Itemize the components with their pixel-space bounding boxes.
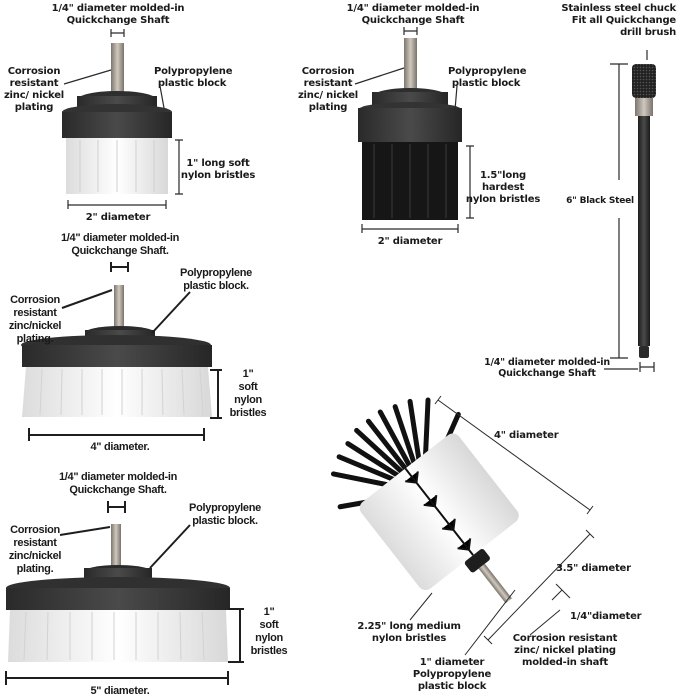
- brush-4in-white-illustration: [21, 262, 222, 441]
- shaft-label-2in-white: 1/4" diameter molded-in Quickchange Shaf…: [51, 3, 185, 26]
- cone-brush-illustration: [330, 395, 595, 656]
- diameter-label-4in: 4" diameter.: [90, 441, 150, 453]
- bristle-label-2in-white: 1" long soft nylon bristles: [180, 158, 256, 181]
- shaft-label-4in: 1/4" diameter molded-in Quickchange Shaf…: [60, 232, 180, 257]
- length-label: 6" Black Steel: [566, 196, 634, 206]
- plating-label-5in: Corrosion resistant zinc/nickel plating.: [8, 524, 62, 575]
- cone-shaft-diameter-label: 1/4"diameter: [570, 611, 642, 622]
- block-label-5in: Polypropylene plastic block.: [189, 502, 261, 527]
- extension-bar-illustration: [604, 50, 656, 372]
- plating-label-2in-black: Corrosion resistant zinc/ nickel plating: [297, 66, 359, 113]
- diameter-label-2in-black: 2" diameter: [377, 236, 443, 247]
- block-label-4in: Polypropylene plastic block.: [180, 267, 252, 292]
- bristle-label-5in: 1" soft nylon bristles: [250, 606, 288, 657]
- block-label-2in-white: Polypropylene plastic block: [154, 66, 233, 89]
- shaft-label-5in: 1/4" diameter molded-in Quickchange Shaf…: [58, 471, 178, 496]
- cone-top-diameter-label: 4" diameter: [494, 430, 559, 441]
- cone-block-label: 1" diameter Polypropylene plastic block: [412, 657, 492, 692]
- cone-bottom-diameter-label: 3.5" diameter: [556, 563, 631, 574]
- bristle-label-2in-black: 1.5"long hardest nylon bristles: [465, 170, 541, 205]
- plating-label-4in: Corrosion resistant zinc/nickel plating.: [8, 294, 62, 345]
- brush-2in-white-illustration: [62, 29, 183, 209]
- shaft-label-2in-black: 1/4" diameter molded-in Quickchange Shaf…: [346, 3, 480, 26]
- cone-bristle-label: 2.25" long medium nylon bristles: [357, 621, 461, 644]
- diameter-label-5in: 5" diameter.: [90, 685, 150, 697]
- brush-2in-black-illustration: [354, 27, 474, 233]
- bristle-label-4in: 1" soft nylon bristles: [229, 368, 267, 419]
- plating-label-2in-white: Corrosion resistant zinc/ nickel plating: [3, 66, 65, 113]
- brush-5in-white-illustration: [5, 501, 244, 685]
- bar-shaft-label: 1/4" diameter molded-in Quickchange Shaf…: [484, 357, 610, 379]
- cone-shaft-label: Corrosion resistant zinc/ nickel plating…: [512, 633, 618, 668]
- diameter-label-2in-white: 2" diameter: [85, 212, 151, 223]
- chuck-label: Stainless steel chuck Fit all Quickchang…: [561, 3, 676, 38]
- block-label-2in-black: Polypropylene plastic block: [448, 66, 527, 89]
